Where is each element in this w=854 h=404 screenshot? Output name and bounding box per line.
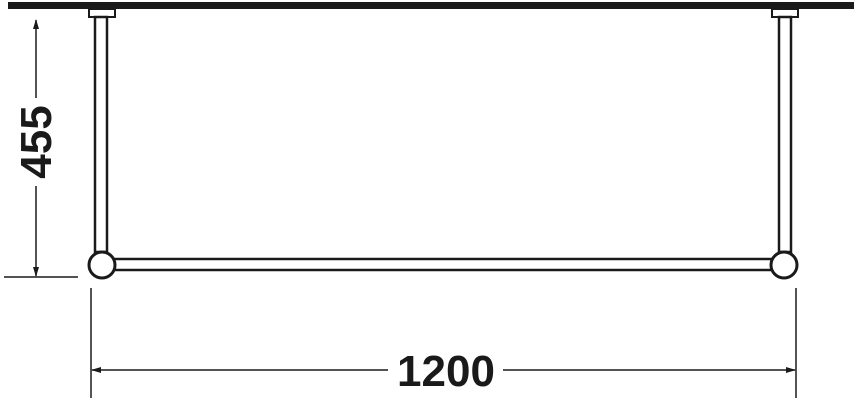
- height-dimension: 455: [4, 19, 78, 278]
- height-dimension-label: 455: [12, 105, 61, 178]
- width-dimension-label: 1200: [397, 347, 495, 396]
- wall-mounting-surface: [8, 2, 854, 9]
- left-rail-end-cap: [87, 250, 117, 280]
- right-support-rod: [777, 15, 793, 254]
- width-dimension: 1200: [90, 288, 797, 398]
- horizontal-towel-rail: [99, 257, 787, 272]
- right-rail-end-cap: [769, 250, 799, 280]
- left-support-rod: [93, 15, 109, 254]
